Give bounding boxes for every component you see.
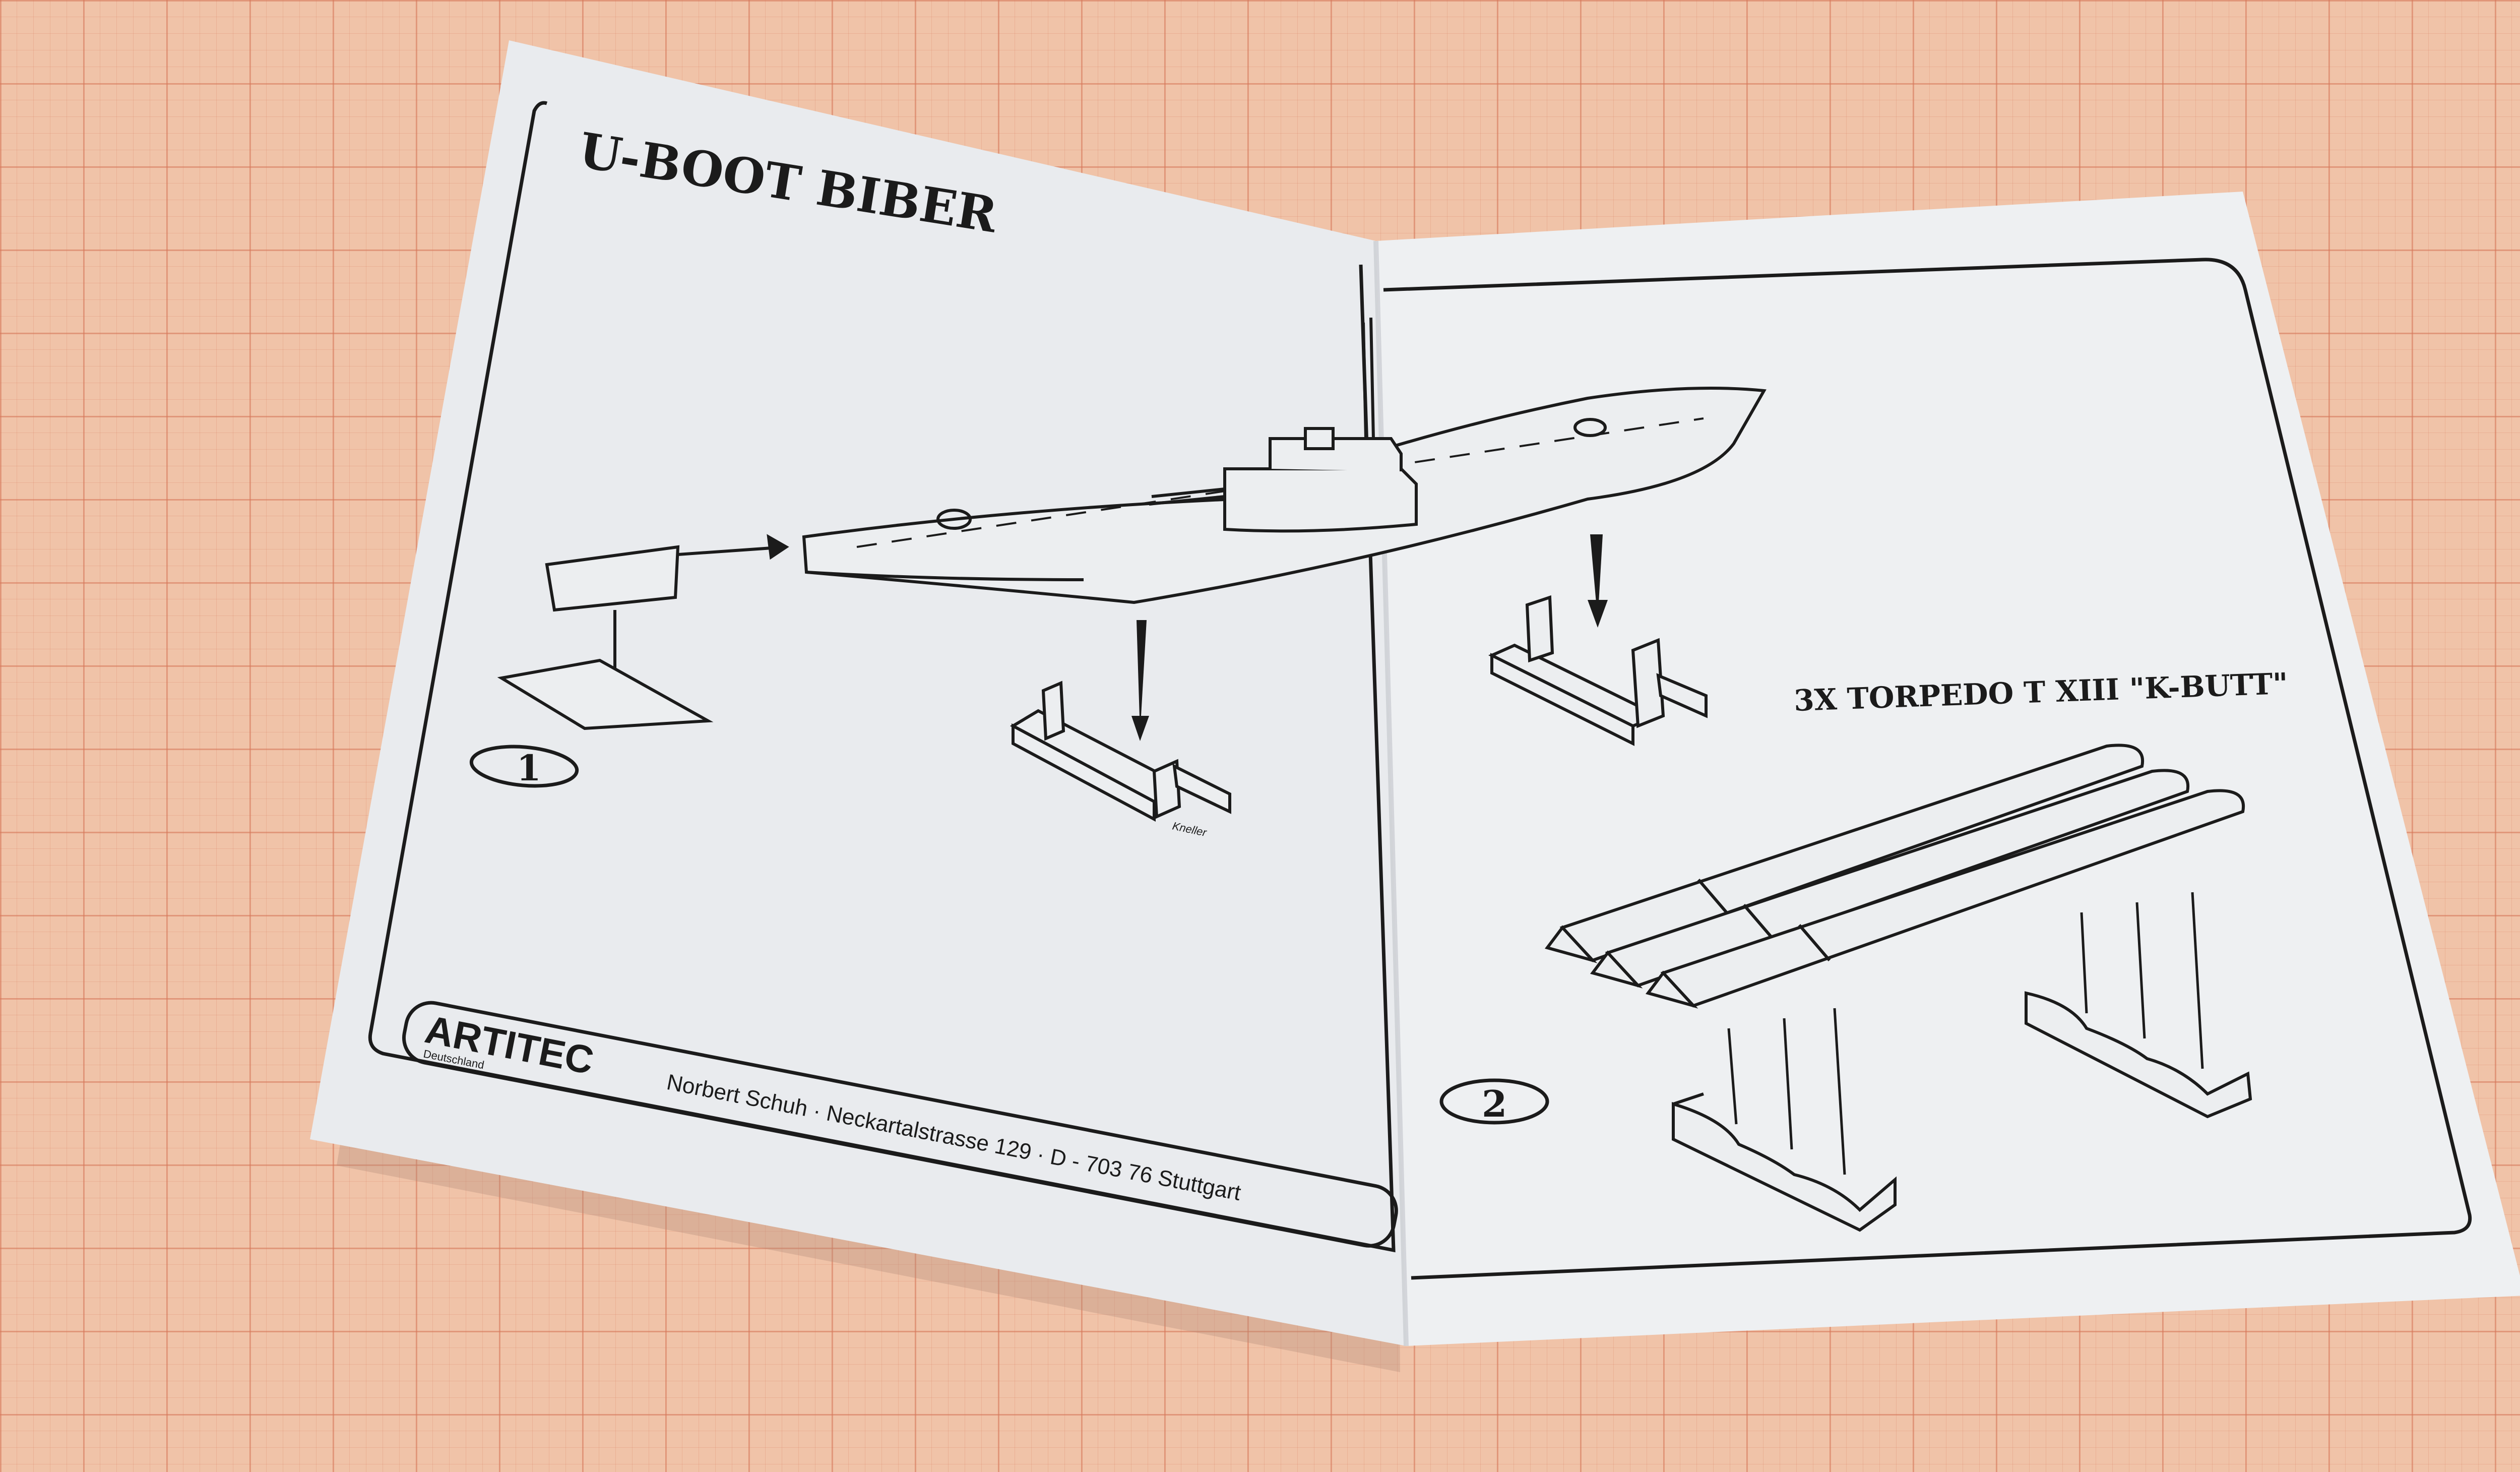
torpedo-drawing bbox=[1544, 744, 2245, 1009]
submarine-drawing bbox=[802, 317, 1767, 604]
torpedo-cradle-left bbox=[1672, 1008, 1897, 1232]
right-frame bbox=[1383, 258, 2472, 1280]
step-1-marker: 1 bbox=[469, 745, 579, 789]
left-page bbox=[310, 40, 1406, 1346]
step-2-marker: 2 bbox=[1439, 1078, 1549, 1125]
right-page bbox=[1376, 192, 2520, 1346]
svg-text:2: 2 bbox=[1482, 1082, 1507, 1125]
left-frame bbox=[368, 101, 1396, 1253]
torpedo-cradle-right bbox=[2025, 892, 2252, 1119]
svg-text:1: 1 bbox=[517, 747, 541, 789]
stand-left bbox=[1010, 620, 1231, 822]
stand-right bbox=[1488, 534, 1708, 746]
rudder-part bbox=[497, 534, 789, 730]
